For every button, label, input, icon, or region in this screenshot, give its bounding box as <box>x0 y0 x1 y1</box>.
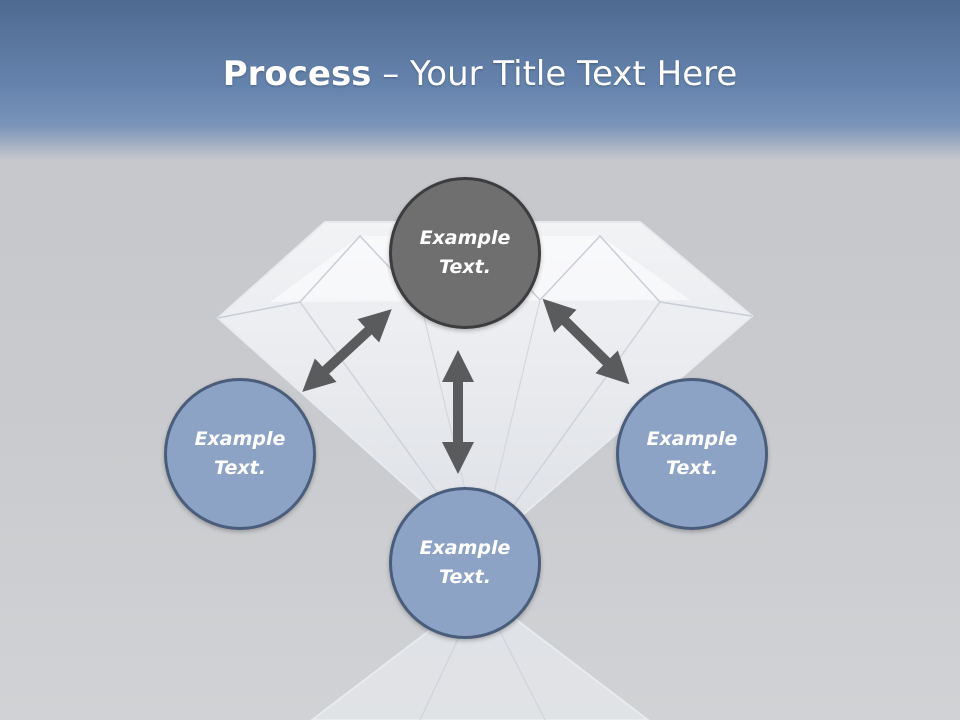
slide-title: Process – Your Title Text Here <box>0 52 960 96</box>
title-rest: – Your Title Text Here <box>371 54 738 94</box>
node-right-label: Example Text. <box>646 428 738 479</box>
node-top-label: Example Text. <box>419 227 511 278</box>
gem-reflection <box>310 590 650 720</box>
node-right: Example Text. <box>616 378 768 530</box>
node-bottom: Example Text. <box>389 487 541 639</box>
arrow-top-left <box>302 309 392 392</box>
node-left: Example Text. <box>164 378 316 530</box>
node-top: Example Text. <box>389 177 541 329</box>
title-bold: Process <box>222 54 372 94</box>
node-left-label: Example Text. <box>194 428 286 479</box>
arrow-top-right <box>542 298 630 385</box>
title-banner <box>0 0 960 160</box>
node-bottom-label: Example Text. <box>419 537 511 588</box>
